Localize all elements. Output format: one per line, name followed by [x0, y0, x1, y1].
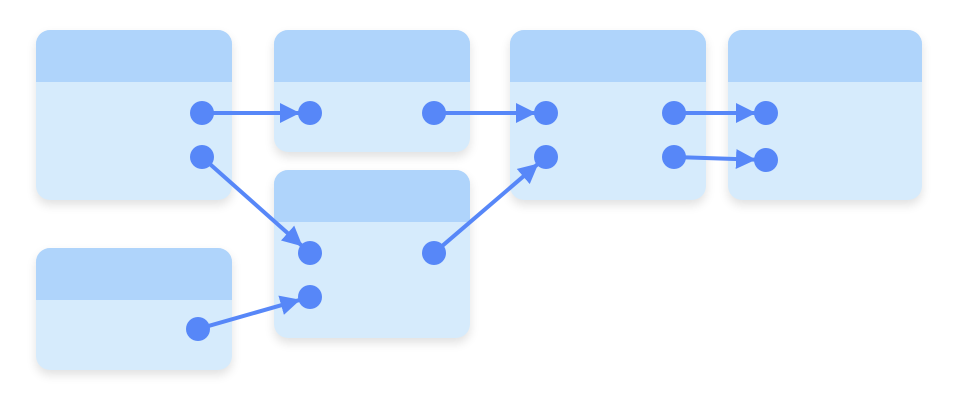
edge-node-5-out-2-to-node-6-in-2[interactable] — [683, 149, 757, 170]
node-3-header[interactable] — [274, 30, 470, 82]
node-3[interactable] — [274, 30, 470, 152]
port-group — [186, 101, 778, 341]
node-5-out-1-port[interactable] — [662, 101, 686, 125]
node-4-out-1-port[interactable] — [422, 241, 446, 265]
edge-node-1-out-2-to-node-4-in-1[interactable] — [208, 162, 304, 248]
node-4-in-2-port[interactable] — [298, 285, 322, 309]
node-2-out-1-port[interactable] — [186, 317, 210, 341]
node-5-in-1-port[interactable] — [534, 101, 558, 125]
node-2[interactable] — [36, 248, 232, 370]
node-1-out-2-port[interactable] — [190, 145, 214, 169]
node-6-header[interactable] — [728, 30, 922, 82]
edge-node-2-out-1-to-node-4-in-2[interactable] — [207, 295, 301, 328]
node-3-in-1-port[interactable] — [298, 101, 322, 125]
node-4-in-1-port[interactable] — [298, 241, 322, 265]
node-1-out-1-port[interactable] — [190, 101, 214, 125]
edge-node-4-out-1-to-node-5-in-2[interactable] — [441, 162, 539, 248]
node-5-in-2-port[interactable] — [534, 145, 558, 169]
node-4-header[interactable] — [274, 170, 470, 222]
node-6-in-2-port[interactable] — [754, 148, 778, 172]
node-5-header[interactable] — [510, 30, 706, 82]
edge-group — [207, 103, 757, 328]
node-1-header[interactable] — [36, 30, 232, 82]
node-2-header[interactable] — [36, 248, 232, 300]
node-3-out-1-port[interactable] — [422, 101, 446, 125]
node-5-out-2-port[interactable] — [662, 145, 686, 169]
node-6-in-1-port[interactable] — [754, 101, 778, 125]
